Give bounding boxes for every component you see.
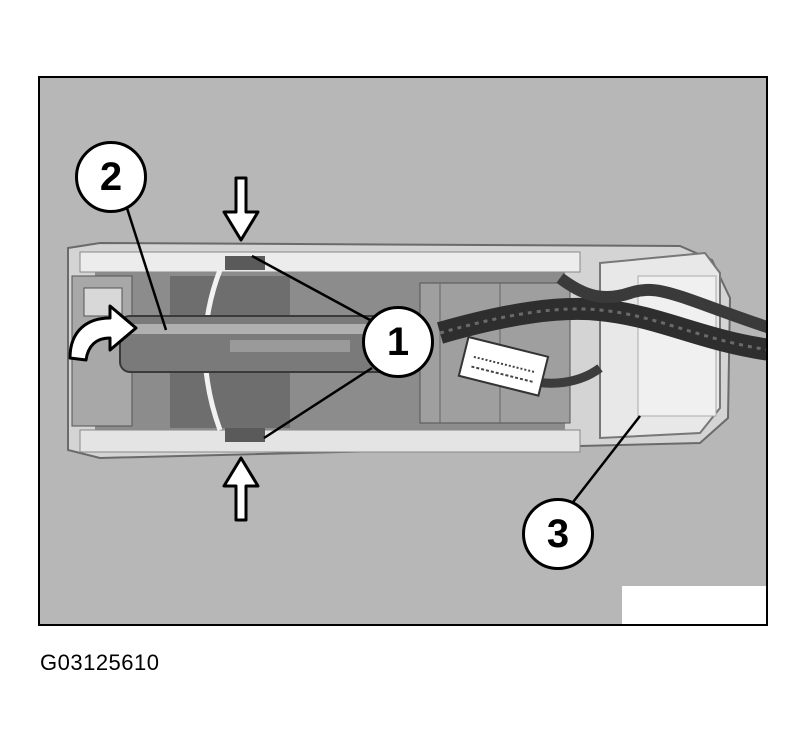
cylinder-label: [230, 340, 350, 352]
clip-lower: [225, 428, 265, 442]
leader-line-1-lower: [263, 366, 373, 440]
press-down-arrow-icon: [222, 176, 260, 242]
callout-1: 1: [362, 306, 434, 378]
leader-line-1-upper: [251, 254, 371, 322]
component-illustration: [67, 176, 766, 522]
figure-code: G03125610: [40, 650, 160, 675]
callout-2: 2: [75, 141, 147, 213]
leader-line-3: [569, 415, 641, 507]
press-up-arrow-icon: [222, 456, 260, 522]
leader-line-2: [124, 204, 168, 331]
rotate-arrow-icon: [68, 304, 138, 362]
wire-harness-upper: [556, 273, 766, 333]
housing-upper-rail: [79, 251, 581, 273]
corner-white-tab: [622, 586, 766, 624]
wire-harness-texture: [439, 307, 766, 351]
housing-lower-rail: [79, 429, 581, 453]
callout-3: 3: [522, 498, 594, 570]
wire-tag: [457, 335, 550, 397]
cylinder-highlight: [125, 324, 415, 334]
clip-upper: [225, 256, 265, 270]
figure-frame: 2 1 3: [38, 76, 768, 626]
